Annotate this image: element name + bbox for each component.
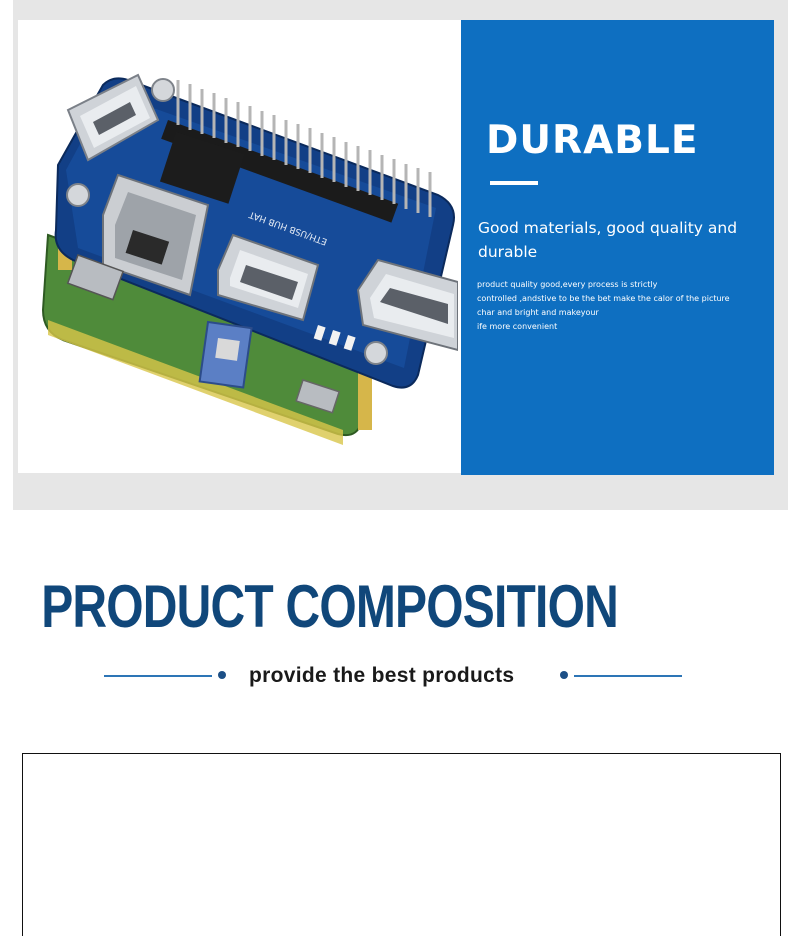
- product-photo: ETH/USB HUB HAT: [41, 73, 458, 445]
- panel-body-line: char and bright and makeyour: [477, 308, 599, 317]
- panel-title: DURABLE: [486, 118, 699, 163]
- panel-body-line: controlled ,andstive to be the bet make …: [477, 294, 730, 303]
- panel-body-line: ife more convenient: [477, 322, 558, 331]
- hero-card: ETH/USB HUB HAT DURABLE Good materials, …: [18, 20, 774, 475]
- ethernet-port: [102, 173, 210, 297]
- tagline: provide the best products: [249, 664, 515, 687]
- composition-frame: [22, 753, 781, 936]
- tagline-right-rule: [574, 675, 682, 677]
- chip: [159, 132, 245, 204]
- tagline-right-dot: [560, 671, 568, 679]
- usb-port-right: [356, 258, 458, 352]
- hero-section: ETH/USB HUB HAT DURABLE Good materials, …: [13, 0, 788, 510]
- panel-divider: [490, 181, 538, 185]
- usb-port-left: [66, 73, 160, 162]
- tagline-row: provide the best products: [104, 660, 682, 694]
- panel-body-line: product quality good,every process is st…: [477, 280, 658, 289]
- hdmi-port: [66, 254, 125, 301]
- section-title: PRODUCT COMPOSITION: [41, 573, 619, 640]
- tagline-left-rule: [104, 675, 212, 677]
- panel-body: product quality good,every process is st…: [477, 278, 767, 334]
- panel-subtitle: Good materials, good quality and durable: [478, 219, 738, 261]
- usb-port-center: [217, 233, 320, 322]
- gpio-header: [161, 80, 432, 223]
- micro-usb-port: [295, 379, 341, 414]
- tagline-left-dot: [218, 671, 226, 679]
- feature-panel: DURABLE Good materials, good quality and…: [461, 20, 774, 475]
